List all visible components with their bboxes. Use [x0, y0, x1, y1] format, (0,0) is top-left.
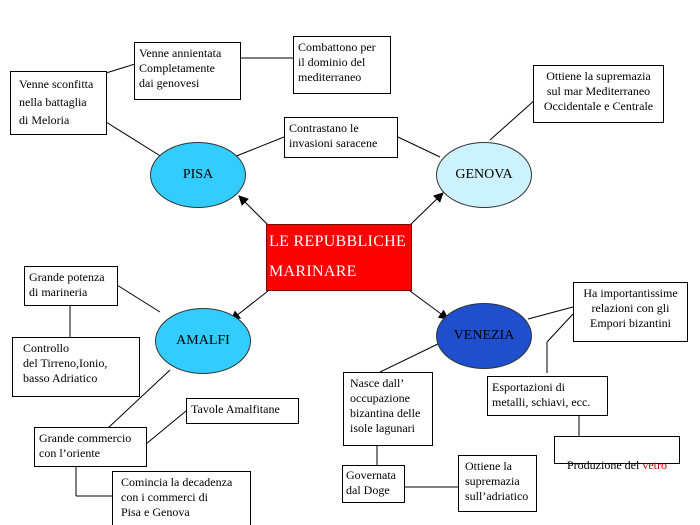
box-venezia-produzione: Produzione del vetro — [554, 436, 680, 472]
vetro-highlight: vetro — [642, 458, 667, 472]
box-venezia-adriatico: Ottiene la supremazia sull’adriatico — [458, 455, 537, 512]
box-amalfi-potenza: Grande potenza di marineria — [24, 266, 118, 306]
node-amalfi: AMALFI — [155, 308, 251, 374]
box-pisa-sconfitta: Venne sconfitta nella battaglia di Melor… — [10, 71, 107, 135]
arrow-to-amalfi — [230, 290, 269, 321]
box-venezia-nasce: Nasce dall’ occupazione bizantina delle … — [343, 372, 433, 446]
box-combattono: Combattono per il dominio del mediterran… — [293, 36, 391, 94]
node-venezia: VENEZIA — [436, 303, 532, 369]
node-genova: GENOVA — [436, 142, 532, 208]
box-venezia-esportazioni: Esportazioni di metalli, schiavi, ecc. — [487, 376, 608, 416]
box-contrastano: Contrastano le invasioni saracene — [284, 117, 398, 158]
box-genova-supremazia: Ottiene la supremazia sul mar Mediterran… — [533, 65, 664, 123]
box-venezia-rapporti: Ha importantissime relazioni con gli Emp… — [573, 282, 688, 342]
arrow-to-genova — [409, 192, 444, 226]
arrow-to-venezia — [409, 290, 449, 320]
produzione-text: Produzione del — [567, 458, 643, 472]
box-venezia-doge: Governata dal Doge — [342, 465, 405, 503]
box-amalfi-decadenza: Comincia la decadenza con i commerci di … — [112, 471, 251, 525]
node-pisa: PISA — [150, 142, 246, 208]
box-amalfi-commercio: Grande commercio con l’oriente — [34, 427, 147, 467]
box-amalfi-controllo: Controllo del Tirreno,Ionio, basso Adria… — [12, 337, 140, 397]
box-amalfi-tavole: Tavole Amalfitane — [186, 398, 299, 424]
center-title-box: LE REPUBBLICHE MARINARE — [266, 224, 412, 291]
arrow-to-pisa — [238, 195, 269, 226]
box-pisa-annientata: Venne annientata Completamente dai genov… — [134, 42, 241, 100]
